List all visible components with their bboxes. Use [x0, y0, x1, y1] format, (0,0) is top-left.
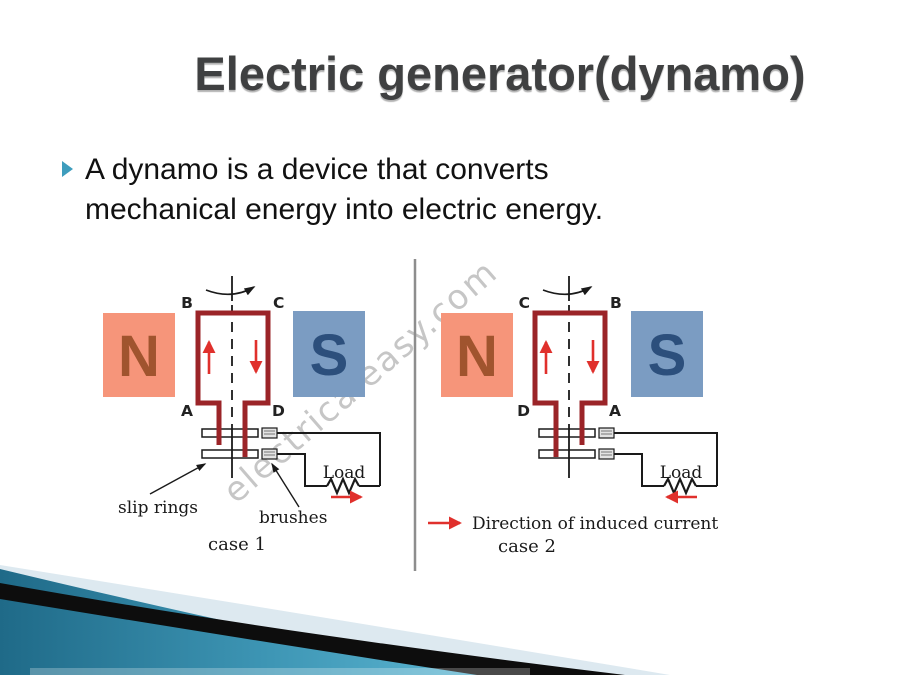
diagram-case-1: N S B C A D — [103, 276, 381, 555]
north-magnet-label: N — [118, 324, 160, 389]
armature-coil — [532, 310, 608, 457]
rotation-arrow-icon — [205, 286, 256, 296]
coil-corner-label: A — [181, 402, 193, 420]
brushes-label: brushes — [259, 508, 327, 528]
coil-corner-label: B — [610, 294, 622, 312]
coil-corner-label: D — [272, 402, 285, 420]
bullet-arrow-icon — [62, 161, 73, 177]
case-caption: case 1 — [208, 534, 266, 555]
rotation-arrow-icon — [542, 286, 593, 296]
coil-corner-label: C — [273, 294, 284, 312]
load-label: Load — [660, 463, 703, 483]
slip-ring — [201, 449, 259, 459]
slip-rings-pointer-arrow — [149, 463, 207, 495]
armature-coil — [195, 310, 271, 457]
load-label: Load — [323, 463, 366, 483]
bullet-item: A dynamo is a device that converts mecha… — [62, 150, 782, 230]
south-magnet — [631, 311, 703, 397]
legend-label: Direction of induced current — [472, 514, 718, 534]
brushes-pointer-arrow — [271, 462, 300, 508]
load-resistor — [326, 476, 360, 496]
slide-title: Electric generator(dynamo) — [194, 47, 806, 100]
slip-ring — [538, 449, 596, 459]
teal-wedge — [0, 569, 480, 675]
coil-corner-label: A — [609, 402, 621, 420]
bottom-band — [30, 668, 530, 675]
case-caption: case 2 — [498, 536, 556, 557]
north-magnet — [103, 313, 175, 397]
coil-corner-label: B — [181, 294, 193, 312]
load-resistor — [663, 476, 697, 496]
coil-corner-label: C — [519, 294, 530, 312]
slip-ring — [201, 428, 259, 438]
coil-corner-label: D — [517, 402, 530, 420]
slip-rings-label: slip rings — [118, 498, 198, 518]
north-magnet-label: N — [456, 324, 498, 389]
external-circuit — [277, 432, 381, 496]
external-circuit — [614, 432, 718, 496]
slip-ring — [538, 428, 596, 438]
south-magnet-label: S — [310, 323, 349, 388]
south-magnet — [293, 311, 365, 397]
south-magnet-label: S — [648, 323, 687, 388]
north-magnet — [441, 313, 513, 397]
bullet-text: A dynamo is a device that converts mecha… — [85, 153, 604, 227]
diagram-case-2: N S C B D A — [428, 276, 718, 557]
